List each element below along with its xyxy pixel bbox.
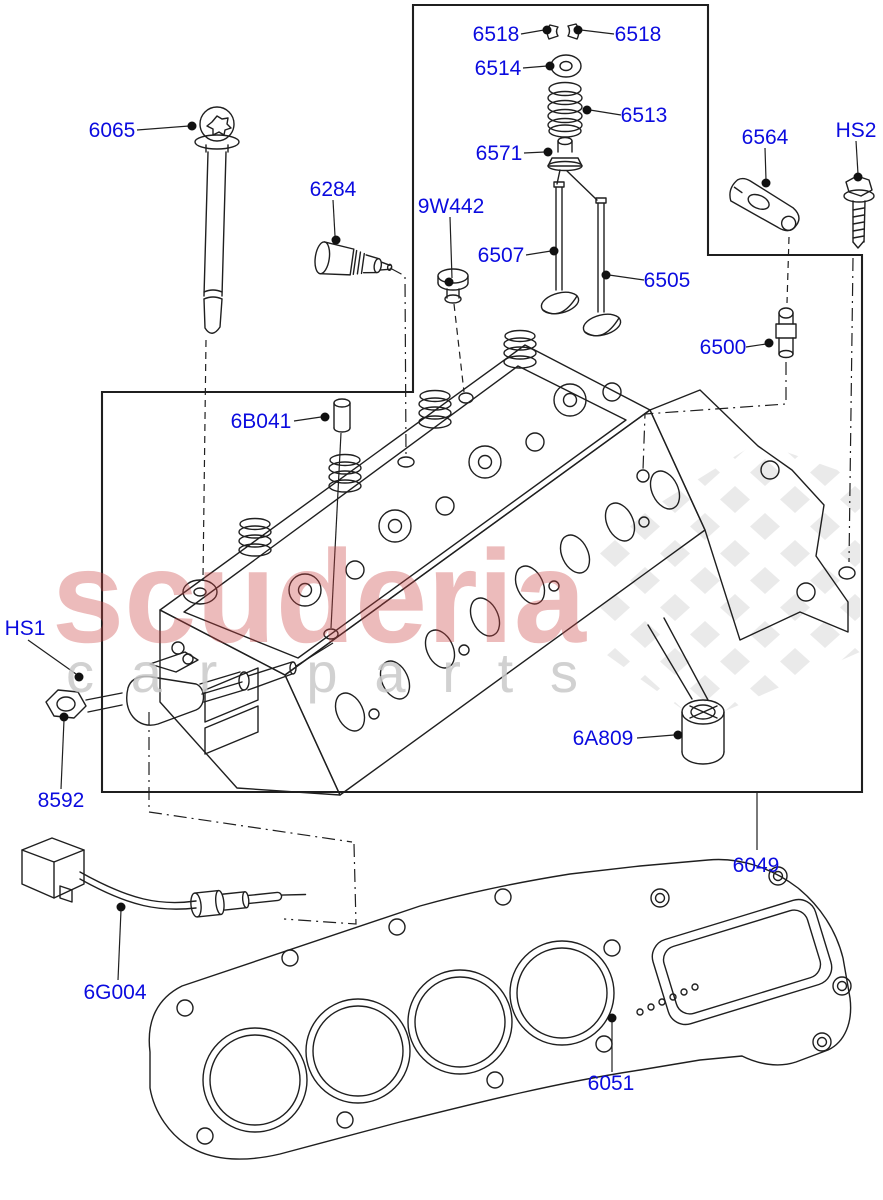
part-label-6505[interactable]: 6505	[644, 269, 691, 292]
part-label-6051[interactable]: 6051	[588, 1072, 635, 1095]
oil-control-valve-drawing	[45, 651, 297, 726]
head-gasket-drawing	[148, 858, 852, 1160]
valve-6507	[540, 181, 580, 315]
part-label-6b041[interactable]: 6B041	[231, 410, 292, 433]
part-label-6g004[interactable]: 6G004	[83, 981, 146, 1004]
glow-plug-drawing	[21, 837, 307, 918]
locator-hs2	[848, 257, 854, 563]
locator-6065	[202, 339, 207, 579]
assembly-box-outline	[100, 3, 864, 794]
locator-6500	[642, 362, 787, 471]
part-label-6564[interactable]: 6564	[742, 126, 789, 149]
locator-9w442	[453, 303, 465, 393]
part-label-hs1[interactable]: HS1	[5, 617, 46, 640]
locator-6g004	[148, 712, 357, 925]
cylinder-head-drawing	[159, 329, 856, 796]
part-label-6514[interactable]: 6514	[475, 57, 522, 80]
watermark-brand: scuderia	[52, 523, 588, 670]
part-label-8592[interactable]: 8592	[38, 789, 85, 812]
part-label-9w442[interactable]: 9W442	[418, 195, 485, 218]
part-label-6518-right[interactable]: 6518	[615, 23, 662, 46]
part-label-6518-left[interactable]: 6518	[473, 23, 520, 46]
valve-6505	[582, 197, 622, 337]
rocker-arm-drawing	[729, 177, 800, 232]
dowel-drawing	[333, 398, 351, 433]
locator-6284	[389, 267, 407, 456]
leader-lines	[27, 25, 863, 1072]
control-valve-6284-drawing	[314, 241, 393, 276]
watermark: scuderia car parts	[52, 523, 588, 704]
part-label-6500[interactable]: 6500	[700, 336, 747, 359]
valve-kit-drawing	[540, 23, 622, 337]
part-label-6065[interactable]: 6065	[89, 119, 136, 142]
valve-stem-seal	[547, 136, 583, 172]
part-label-6284[interactable]: 6284	[310, 178, 357, 201]
part-label-6049[interactable]: 6049	[733, 854, 780, 877]
plug-6a809-drawing	[647, 617, 725, 765]
lash-adjuster-drawing	[775, 307, 797, 359]
part-label-6a809[interactable]: 6A809	[573, 727, 634, 750]
part-labels: 6518 6518 6514 6513 6571 6507 6505 6564 …	[5, 23, 877, 1095]
part-label-6571[interactable]: 6571	[476, 142, 523, 165]
part-label-6507[interactable]: 6507	[478, 244, 525, 267]
assembly-boxes	[100, 3, 864, 794]
part-label-hs2[interactable]: HS2	[836, 119, 877, 142]
checkered-flag-motif	[600, 442, 860, 722]
head-bolt-drawing	[194, 106, 240, 334]
part-label-6513[interactable]: 6513	[621, 104, 668, 127]
watermark-tagline: car parts	[66, 641, 578, 704]
